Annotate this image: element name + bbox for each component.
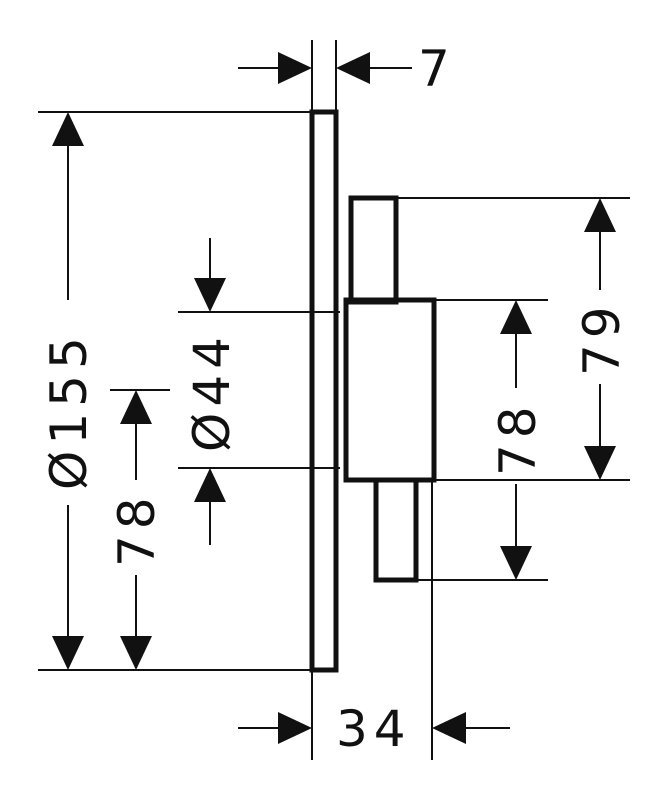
- arrow-down-icon: [194, 278, 226, 312]
- depth-label: 34: [336, 700, 412, 758]
- spindle-diameter-label: Ø44: [183, 331, 241, 452]
- arrow-up-icon: [194, 468, 226, 502]
- dimension-body-height: 79: [398, 197, 631, 481]
- part-outline: [309, 109, 437, 673]
- arrow-down-icon: [500, 546, 532, 580]
- arrow-right-icon: [278, 712, 312, 744]
- plate-thickness-label: 7: [418, 40, 456, 98]
- center-offset-right-label: 78: [489, 400, 547, 476]
- arrow-down-icon: [52, 636, 84, 670]
- arrow-left-icon: [336, 52, 370, 84]
- arrow-left-icon: [432, 712, 466, 744]
- arrow-up-icon: [500, 300, 532, 334]
- center-offset-left-label: 78: [108, 491, 166, 567]
- dimension-center-offset-left: 78: [108, 389, 170, 670]
- arrow-down-icon: [584, 446, 616, 480]
- cover-plate: [309, 109, 339, 673]
- arrow-right-icon: [278, 52, 312, 84]
- dimension-plate-diameter: Ø155: [38, 111, 310, 671]
- arrow-up-icon: [120, 390, 152, 424]
- dimension-plate-thickness: 7: [238, 40, 456, 112]
- dimension-spindle-diameter: Ø44: [178, 238, 340, 545]
- arrow-up-icon: [584, 198, 616, 232]
- arrow-up-icon: [52, 112, 84, 146]
- body-height-label: 79: [573, 300, 631, 376]
- upper-body-block: [348, 195, 399, 305]
- dimension-depth: 34: [238, 480, 510, 760]
- plate-diameter-label: Ø155: [40, 331, 98, 490]
- arrow-down-icon: [120, 636, 152, 670]
- lower-body-block: [373, 477, 419, 583]
- dimension-center-offset-right: 78: [416, 299, 548, 581]
- middle-body-block: [343, 297, 437, 483]
